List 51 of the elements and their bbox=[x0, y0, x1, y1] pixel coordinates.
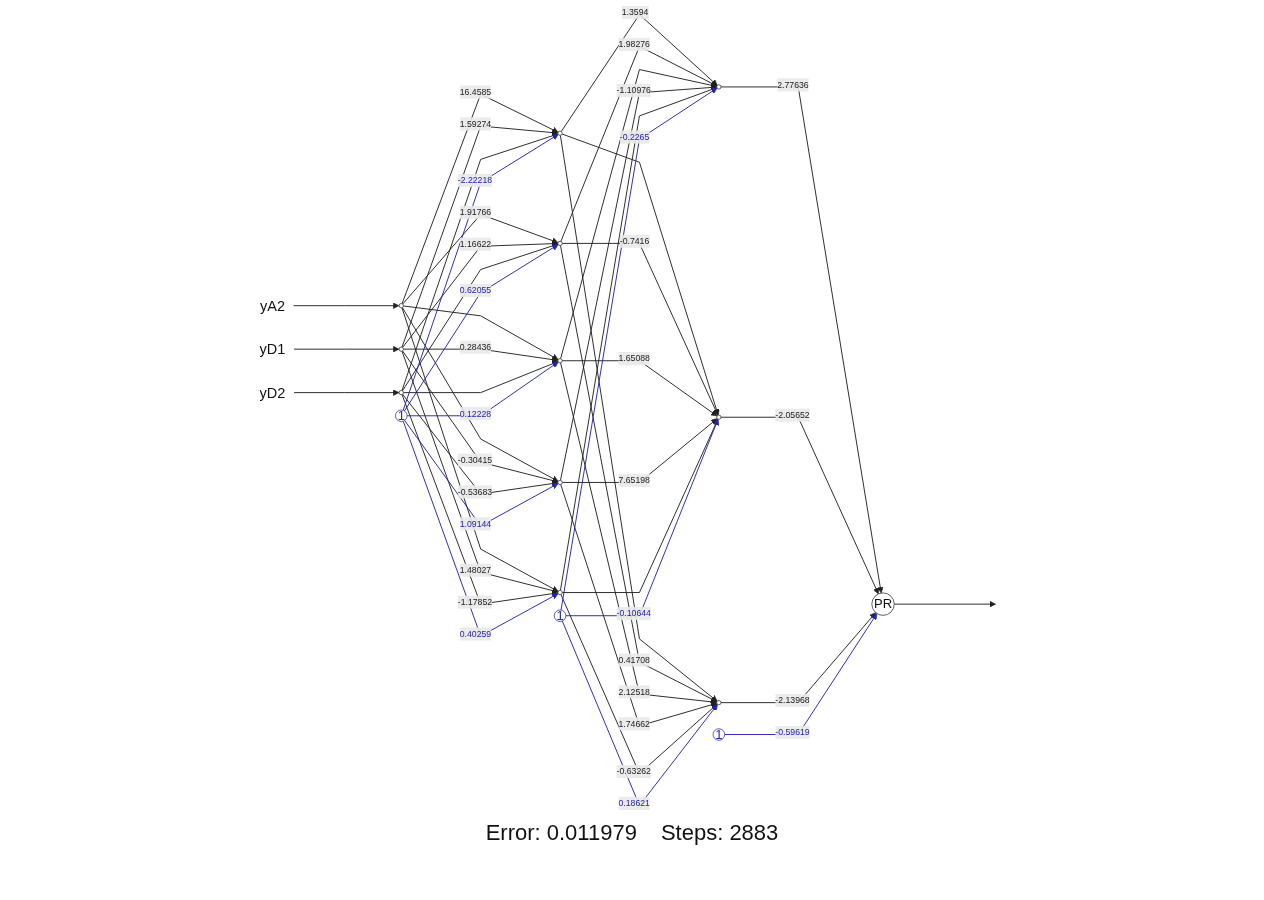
node-circle: 1 bbox=[553, 609, 567, 622]
edge-label: -2.13968 bbox=[775, 695, 810, 706]
node-text: yA2 bbox=[260, 297, 285, 314]
edge-label: -0.63262 bbox=[616, 766, 651, 777]
edge-label: 0.28436 bbox=[459, 341, 492, 353]
node-circle bbox=[557, 590, 563, 596]
node-circle bbox=[716, 84, 722, 90]
edge-label: -2.22218 bbox=[457, 175, 493, 186]
edge-label: 2.12518 bbox=[618, 686, 650, 697]
node-circle bbox=[557, 358, 563, 364]
edge-label: -0.2265 bbox=[619, 131, 650, 142]
node-circle bbox=[398, 390, 404, 396]
edge-label: 0.62055 bbox=[459, 285, 492, 296]
edge-label: -1.10976 bbox=[616, 85, 651, 96]
edge-label: 0.41708 bbox=[618, 654, 650, 665]
edge-label: -1.17852 bbox=[457, 596, 493, 608]
edge-label: 1.74662 bbox=[618, 718, 650, 729]
edge-label: -0.30415 bbox=[457, 454, 493, 466]
edge-label: 1.98276 bbox=[618, 39, 650, 50]
node-circle: 1 bbox=[395, 409, 408, 422]
edge-label: 1.59274 bbox=[459, 118, 492, 129]
edge-label: 1.16622 bbox=[459, 239, 492, 250]
node-circle bbox=[557, 240, 563, 246]
node-circle bbox=[716, 700, 722, 706]
edge-label: 1.09144 bbox=[459, 518, 492, 529]
status-text: Error: 0.011979 bbox=[485, 820, 637, 846]
edge-label: 7.65198 bbox=[618, 475, 650, 486]
edge-label: 1.91766 bbox=[459, 207, 492, 218]
node-circle bbox=[557, 479, 563, 485]
node-circle bbox=[398, 346, 404, 352]
edge-label: -0.59619 bbox=[775, 727, 810, 738]
edge-label: 0.18621 bbox=[618, 798, 650, 809]
edge-label: -0.7416 bbox=[619, 236, 650, 247]
node-text: yD2 bbox=[259, 384, 286, 401]
edge-label: 0.12228 bbox=[459, 408, 492, 419]
edge-label: -0.10644 bbox=[616, 608, 651, 619]
edge-label: 1.65088 bbox=[618, 353, 650, 364]
edge-label: 1.48027 bbox=[459, 565, 492, 576]
node-circle bbox=[557, 130, 563, 136]
node-circle bbox=[398, 303, 404, 309]
edge-label: 2.77636 bbox=[777, 79, 809, 90]
node-circle bbox=[716, 414, 722, 420]
edge-label: -0.53683 bbox=[457, 486, 493, 497]
edge-label: 16.4585 bbox=[459, 86, 492, 98]
node-circle: 1 bbox=[712, 728, 725, 741]
edge-label: 0.40259 bbox=[459, 628, 492, 639]
edge-label: -2.05652 bbox=[775, 410, 810, 421]
node-text: yD1 bbox=[259, 341, 286, 358]
status-text: Steps: 2883 bbox=[660, 820, 779, 846]
node-circle: PR bbox=[871, 592, 895, 616]
edge-label: 1.3594 bbox=[621, 7, 649, 18]
